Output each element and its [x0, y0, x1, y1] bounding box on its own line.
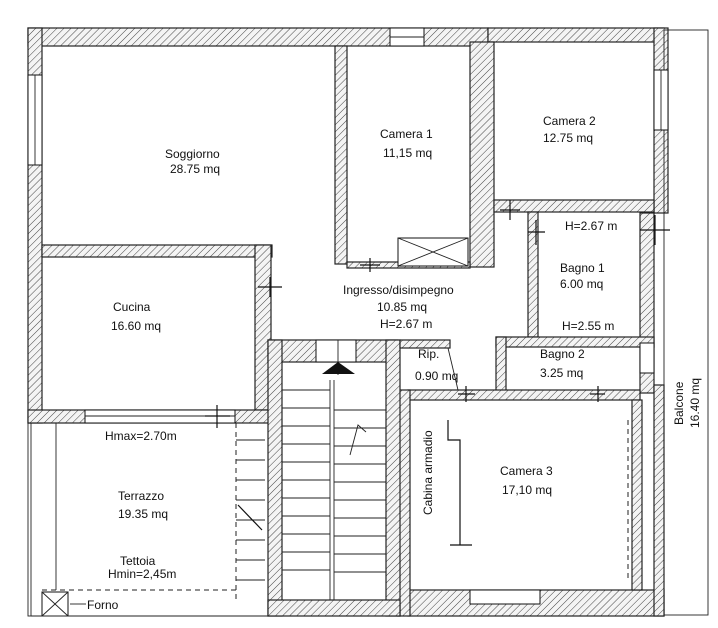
room-camera1-area: 11,15 mq	[383, 146, 432, 160]
room-cucina-area: 16.60 mq	[111, 319, 161, 333]
room-bagno1-name: Bagno 1	[560, 261, 605, 275]
room-balcone-area: 16.40 mq	[688, 378, 702, 428]
room-rip-area: 0.90 mq	[415, 369, 458, 383]
room-soggiorno-area: 28.75 mq	[170, 162, 220, 176]
terrace-area	[31, 423, 268, 617]
room-bagno1-area: 6.00 mq	[560, 277, 603, 291]
room-bagno2-area: 3.25 mq	[540, 366, 583, 380]
room-bagno1-height-top: H=2.67 m	[565, 219, 617, 233]
terrazzo-hmin: Hmin=2,45m	[108, 567, 176, 581]
room-labels: Soggiorno 28.75 mq Camera 1 11,15 mq Cam…	[87, 114, 702, 612]
room-camera2-name: Camera 2	[543, 114, 596, 128]
room-ingresso-area: 10.85 mq	[377, 300, 427, 314]
terrazzo-tettoia: Tettoia	[120, 554, 156, 568]
room-ingresso-name: Ingresso/disimpegno	[343, 283, 454, 297]
room-balcone-name: Balcone	[672, 381, 686, 425]
room-camera3-area: 17,10 mq	[502, 483, 552, 497]
room-bagno2-name: Bagno 2	[540, 347, 585, 361]
room-cucina-name: Cucina	[113, 300, 151, 314]
staircase	[235, 339, 386, 600]
stair-steps	[282, 380, 386, 600]
room-rip-name: Rip.	[418, 347, 439, 361]
terrace-steps	[235, 423, 265, 600]
room-terrazzo-name: Terrazzo	[118, 489, 164, 503]
room-camera3-name: Camera 3	[500, 464, 553, 478]
room-camera2-area: 12.75 mq	[543, 131, 593, 145]
terrazzo-hmax: Hmax=2.70m	[105, 429, 177, 443]
room-soggiorno-name: Soggiorno	[165, 147, 220, 161]
room-bagno1-height-bottom: H=2.55 m	[562, 319, 614, 333]
room-ingresso-height: H=2.67 m	[380, 317, 432, 331]
room-terrazzo-area: 19.35 mq	[118, 507, 168, 521]
room-cabina-name: Cabina armadio	[421, 430, 435, 515]
room-camera1-name: Camera 1	[380, 127, 433, 141]
forno-label: Forno	[87, 598, 119, 612]
openings	[27, 27, 670, 605]
